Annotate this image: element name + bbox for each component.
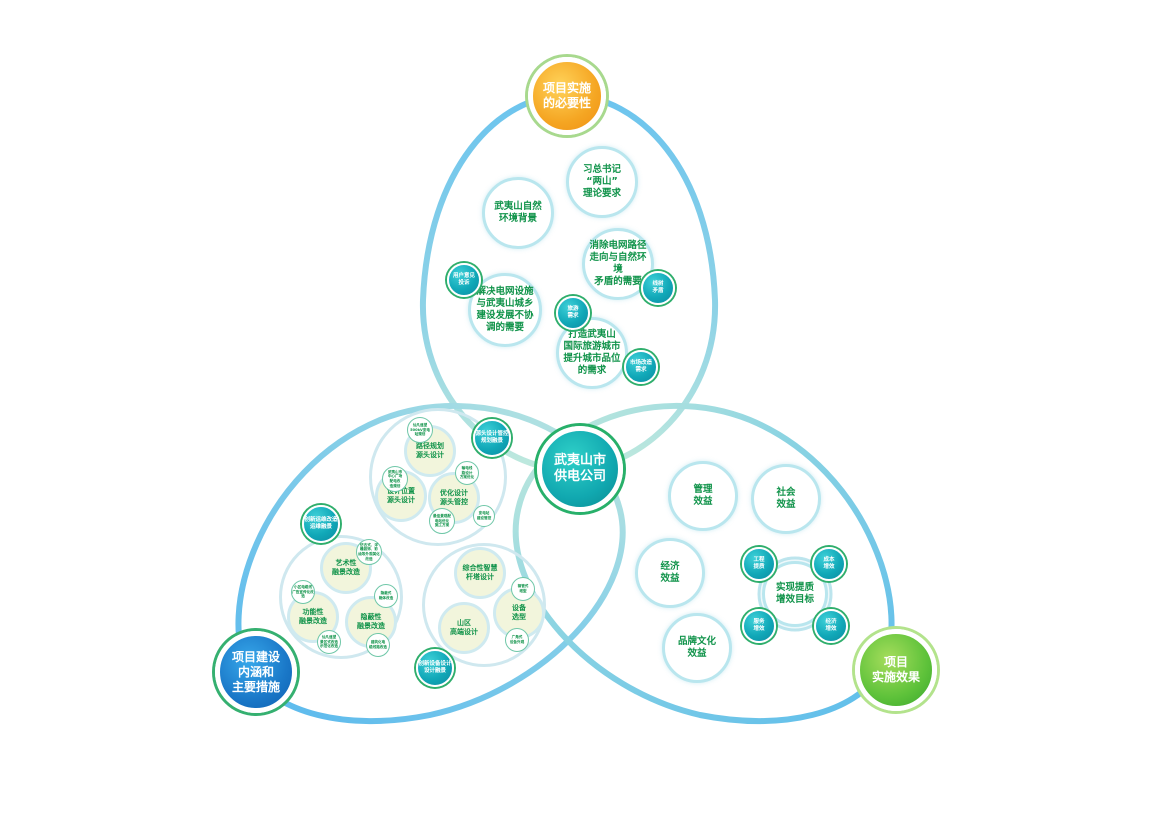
goal-node-label: 实现提质 增效目标 — [775, 582, 814, 605]
cluster-a-tiny: 变电站 建设管控 — [473, 505, 495, 527]
cluster-b-tiny: 小区电缆线 广告宣传化改造 — [291, 580, 315, 604]
top-node-label: 解决电网设施 与武夷山城乡 建设发展不协 调的需要 — [476, 286, 534, 333]
cluster-b-node-label: 隐蔽性 融景改造 — [357, 613, 385, 630]
left-tag: 源头设计管控 规划融景 — [473, 419, 511, 457]
cluster-c-node: 山区 高端设计 — [438, 602, 490, 654]
right-node-label: 管理 效益 — [693, 484, 713, 507]
goal-tag-label: 经济 增效 — [825, 619, 837, 632]
left-tag: 创新设备设计 设计融景 — [416, 649, 454, 687]
cluster-b-tiny-label: 小区电缆线 广告宣传化改造 — [292, 585, 314, 599]
cluster-b-tiny: 仙凡遥望 景区式改造 示范化改造 — [317, 630, 341, 654]
goal-tag: 经济 增效 — [814, 609, 848, 643]
cluster-a-tiny: 武夷山市 中心广场 配电改 造规划 — [382, 466, 408, 492]
hub-right-label: 项目 实施效果 — [871, 655, 920, 684]
petal-ring-left — [235, 403, 626, 725]
cluster-b-tiny: 建筑化电 缆线路改造 — [366, 633, 390, 657]
left-tag-label: 创新设备设计 设计融景 — [418, 661, 452, 674]
hub-left: 项目建设 内涵和 主要措施 — [215, 631, 297, 713]
cluster-b-tiny: 隐蔽式 箱体改造 — [374, 584, 398, 608]
cluster-b-tiny-label: 建筑化电 缆线路改造 — [369, 640, 387, 649]
cluster-b-ring — [279, 535, 403, 659]
top-node-label: 武夷山自然 环境背景 — [494, 201, 542, 224]
cluster-c-node: 综合性智慧 杆塔设计 — [454, 547, 506, 599]
cluster-a-node-label: 优化设计 源头管控 — [440, 489, 468, 506]
top-node-label: 习总书记 “两山” 理论要求 — [582, 164, 621, 199]
cluster-c-node-label: 设备 选型 — [512, 604, 526, 621]
hub-right: 项目 实施效果 — [855, 629, 937, 711]
cluster-c-tiny: 广角式 设备外观 — [505, 628, 529, 652]
goal-ring — [757, 556, 833, 632]
goal-tag-label: 成本 增效 — [823, 557, 835, 570]
left-tag: 创新运维改造 运维融景 — [302, 505, 340, 543]
cluster-b-tiny-label: 仙凡遥望 景区式改造 示范化改造 — [320, 635, 338, 649]
hub-top-label: 项目实施 的必要性 — [542, 81, 591, 110]
top-node: 消除电网路径 走向与自然环境 矛盾的需要 — [582, 228, 654, 300]
top-node-label: 消除电网路径 走向与自然环境 矛盾的需要 — [589, 240, 647, 287]
cluster-b-node-label: 艺术性 融景改造 — [332, 559, 360, 576]
goal-tag-label: 工程 提质 — [753, 557, 765, 570]
cluster-b-tiny-label: 隐蔽式 箱体改造 — [378, 591, 394, 600]
cluster-a-tiny: 最佳景观配 电站优化 施工方案 — [429, 508, 455, 534]
right-node: 经济 效益 — [635, 538, 705, 608]
right-node-label: 经济 效益 — [660, 561, 680, 584]
cluster-c-tiny: 钢管式 塔型 — [511, 577, 535, 601]
cluster-a-tiny-label: 仙凡遥望 500kV变电 站规划 — [410, 423, 430, 437]
top-tag-label: 用户意见 投诉 — [452, 273, 475, 286]
right-node: 品牌文化 效益 — [662, 613, 732, 683]
top-tag: 旅游 需求 — [556, 296, 590, 330]
cluster-b-tiny-label: 仿古式、浮 雕装饰、彩 绘等外观美化 改造 — [358, 542, 380, 561]
cluster-c-node-label: 综合性智慧 杆塔设计 — [462, 564, 498, 581]
top-tag: 用户意见 投诉 — [447, 263, 481, 297]
left-tag-label: 源头设计管控 规划融景 — [475, 431, 509, 444]
cluster-a-tiny-label: 武夷山市 中心广场 配电改 造规划 — [387, 469, 403, 488]
hub-center-label: 武夷山市 供电公司 — [553, 453, 606, 484]
top-node: 打造武夷山 国际旅游城市 提升城市品位 的需求 — [556, 317, 628, 389]
cluster-b-tiny: 仿古式、浮 雕装饰、彩 绘等外观美化 改造 — [356, 539, 382, 565]
top-tag-label: 线树 矛盾 — [652, 281, 664, 294]
goal-tag: 工程 提质 — [742, 547, 776, 581]
cluster-a-tiny-label: 变电站 建设管控 — [476, 511, 492, 520]
goal-tag: 服务 增效 — [742, 609, 776, 643]
hub-top: 项目实施 的必要性 — [528, 57, 606, 135]
cluster-a-tiny: 输电线 路设计 方案优化 — [455, 461, 479, 485]
top-tag: 线树 矛盾 — [641, 271, 675, 305]
cluster-a-node-label: 路径规划 源头设计 — [416, 442, 444, 459]
hub-center: 武夷山市 供电公司 — [537, 426, 623, 512]
cluster-c-ring — [422, 543, 546, 667]
cluster-c-node-label: 山区 高端设计 — [450, 619, 478, 636]
right-node: 管理 效益 — [668, 461, 738, 531]
cluster-a-tiny-label: 输电线 路设计 方案优化 — [459, 466, 475, 480]
goal-tag: 成本 增效 — [812, 547, 846, 581]
cluster-a-ring — [369, 408, 507, 546]
right-node: 社会 效益 — [751, 464, 821, 534]
right-node-label: 品牌文化 效益 — [677, 636, 716, 659]
cluster-c-tiny-label: 钢管式 塔型 — [517, 584, 529, 593]
goal-tag-label: 服务 增效 — [753, 619, 765, 632]
top-node: 解决电网设施 与武夷山城乡 建设发展不协 调的需要 — [468, 273, 542, 347]
right-node-label: 社会 效益 — [776, 487, 796, 510]
cluster-a-node-label: 设计位置 源头设计 — [387, 487, 415, 504]
cluster-a-tiny: 仙凡遥望 500kV变电 站规划 — [407, 417, 433, 443]
top-node: 习总书记 “两山” 理论要求 — [566, 146, 638, 218]
cluster-b-node-label: 功能性 融景改造 — [299, 608, 327, 625]
top-node: 武夷山自然 环境背景 — [482, 177, 554, 249]
petal-ring-right — [512, 403, 895, 725]
hub-left-label: 项目建设 内涵和 主要措施 — [231, 649, 280, 694]
top-node-label: 打造武夷山 国际旅游城市 提升城市品位 的需求 — [563, 329, 621, 376]
top-tag-label: 旅游 需求 — [567, 306, 579, 319]
top-tag: 市场改造 需求 — [624, 350, 658, 384]
cluster-a-tiny-label: 最佳景观配 电站优化 施工方案 — [433, 514, 451, 528]
cluster-c-tiny-label: 广角式 设备外观 — [509, 635, 525, 644]
top-tag-label: 市场改造 需求 — [629, 360, 652, 373]
left-tag-label: 创新运维改造 运维融景 — [304, 517, 338, 530]
